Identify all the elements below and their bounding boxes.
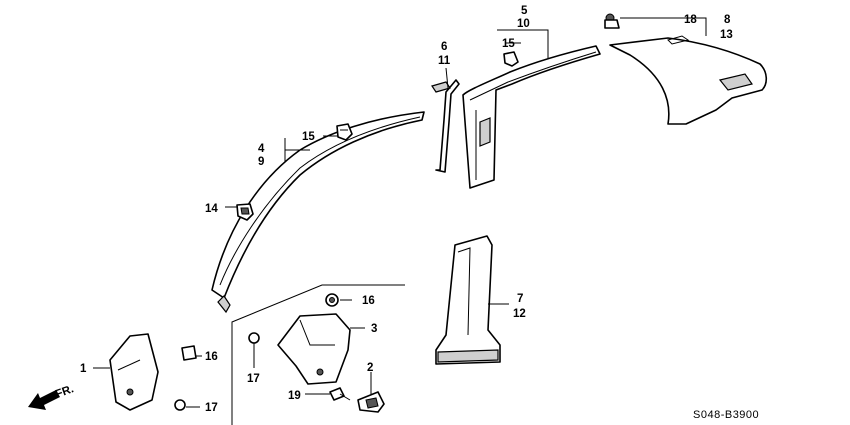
- front-arrow-icon: [28, 390, 60, 410]
- diagram-code: S048-B3900: [693, 409, 759, 421]
- leader-lines: [93, 17, 707, 408]
- callout-10: 10: [517, 18, 530, 30]
- clip-16-upper[interactable]: [325, 293, 339, 307]
- clip-14[interactable]: [236, 203, 254, 221]
- callout-18: 18: [684, 14, 697, 26]
- clip-15-rear[interactable]: [503, 51, 519, 67]
- callout-16-lower: 16: [205, 351, 218, 363]
- center-pillar-upper-garnish[interactable]: [462, 45, 601, 189]
- screw-18[interactable]: [604, 13, 620, 29]
- front-direction-indicator: FR.: [28, 383, 75, 410]
- inset-divider-line: [231, 284, 405, 425]
- callout-5: 5: [521, 5, 528, 17]
- callout-1: 1: [80, 363, 87, 375]
- callout-3: 3: [371, 323, 377, 335]
- callout-2: 2: [367, 362, 373, 374]
- callout-15-front: 15: [302, 131, 315, 143]
- clip-17-inset[interactable]: [248, 332, 260, 352]
- bolt-19[interactable]: [329, 387, 351, 401]
- clip-15-front[interactable]: [336, 123, 353, 141]
- callout-15-rear: 15: [502, 38, 515, 50]
- callout-19: 19: [288, 390, 301, 402]
- kick-panel[interactable]: [109, 333, 159, 411]
- kick-panel-bracket[interactable]: [277, 313, 351, 385]
- front-pillar-garnish[interactable]: [211, 111, 425, 314]
- callout-16-upper: 16: [362, 295, 375, 307]
- callout-8: 8: [724, 14, 731, 26]
- rear-pillar-garnish[interactable]: [609, 35, 768, 125]
- callout-13: 13: [720, 29, 733, 41]
- callout-7: 7: [517, 293, 523, 305]
- center-pillar-lower-garnish[interactable]: [435, 235, 501, 365]
- callout-11: 11: [438, 55, 451, 67]
- clip-16-lower[interactable]: [181, 345, 197, 361]
- callout-17-lower: 17: [205, 402, 218, 414]
- callout-4: 4: [258, 143, 265, 155]
- callout-12: 12: [513, 308, 526, 320]
- bracket-2[interactable]: [357, 391, 385, 413]
- pillar-weatherstrip[interactable]: [431, 79, 460, 173]
- clip-17-lower[interactable]: [174, 399, 186, 411]
- callout-9: 9: [258, 156, 264, 168]
- callout-14: 14: [205, 203, 218, 215]
- callout-6: 6: [441, 41, 447, 53]
- callout-17-inset: 17: [247, 373, 260, 385]
- front-label: FR.: [54, 383, 76, 401]
